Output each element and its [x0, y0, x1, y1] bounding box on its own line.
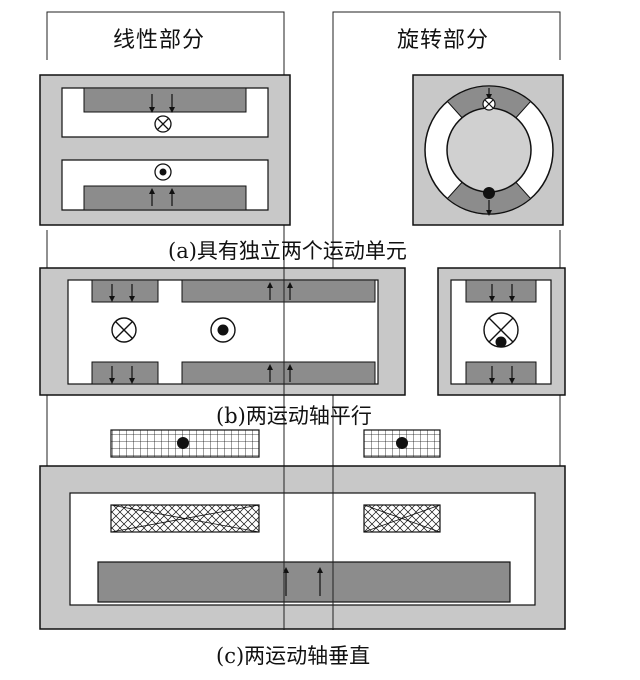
circle-dot-icon: [210, 317, 236, 343]
caption-c: (c)两运动轴垂直: [216, 644, 371, 668]
circle-cross-icon: [482, 97, 496, 111]
coil-right: [363, 429, 441, 458]
circle-cross-dot-icon: [483, 312, 519, 348]
divider-overlay: [283, 268, 334, 629]
caption-a: (a)具有独立两个运动单元: [168, 239, 407, 263]
coil-left: [110, 429, 260, 458]
caption-b: (b)两运动轴平行: [216, 404, 372, 428]
circle-cross-icon: [111, 317, 137, 343]
circle-cross-icon: [154, 115, 172, 133]
conductor-dot-icon: [483, 187, 495, 199]
circle-dot-icon: [154, 163, 172, 181]
header-rotary: 旋转部分: [397, 28, 490, 53]
linear-unit-c: [39, 465, 566, 630]
linear-unit-a: [39, 74, 291, 226]
header-linear: 线性部分: [113, 28, 206, 53]
